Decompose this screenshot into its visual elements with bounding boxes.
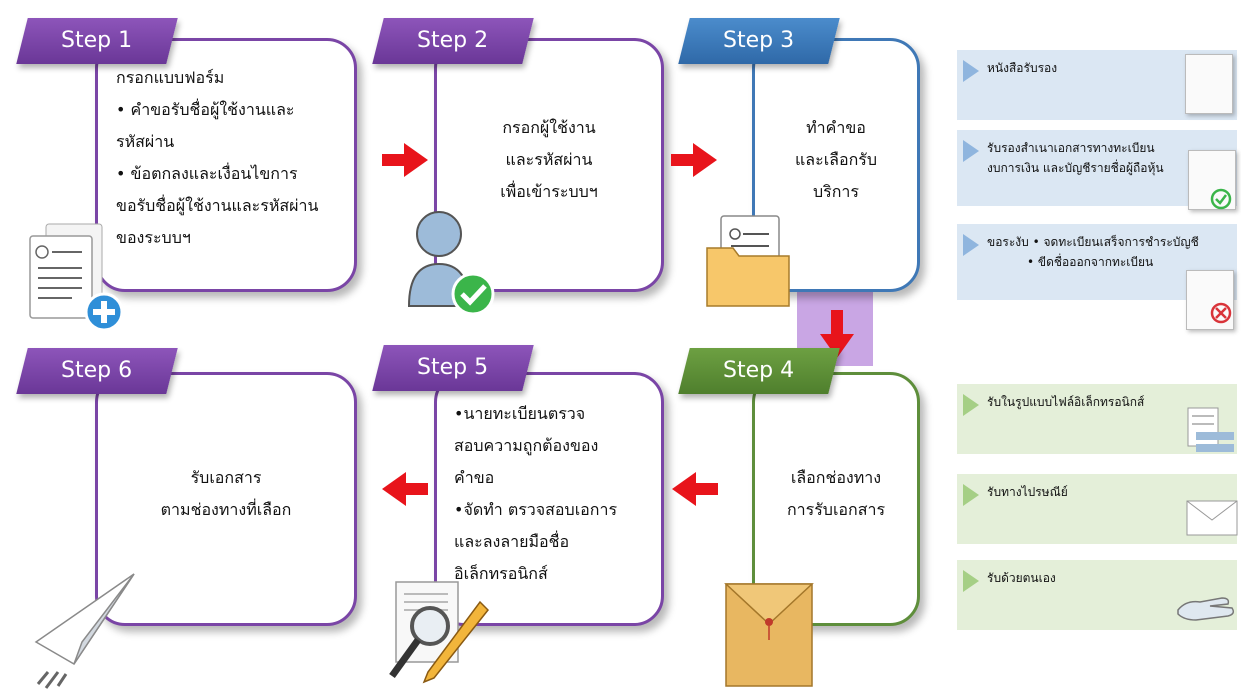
certificate-icon <box>1185 54 1233 114</box>
envelope-icon <box>724 583 814 687</box>
step4-tag: Step 4 <box>678 348 840 394</box>
step4-text: เลือกช่องทาง การรับเอกสาร <box>786 468 886 519</box>
hand-icon <box>1177 597 1235 621</box>
user-check-icon <box>407 211 495 316</box>
arrow-right-icon <box>382 143 428 177</box>
step1-text: กรอกแบบฟอร์ม • คำขอรับชื่อผู้ใช้งานและ ร… <box>116 68 319 247</box>
step2-card <box>434 38 664 292</box>
arrow-right-icon <box>671 143 717 177</box>
step1-tag: Step 1 <box>16 18 178 64</box>
bullet-triangle-icon <box>963 60 979 82</box>
e-file-icon <box>1187 407 1234 452</box>
step6-card <box>95 372 357 626</box>
form-add-icon <box>29 223 124 332</box>
step6-text: รับเอกสาร ตามช่องทางที่เลือก <box>160 468 292 519</box>
bullet-triangle-icon <box>963 484 979 506</box>
step3-card <box>752 38 920 292</box>
mail-icon <box>1186 500 1238 536</box>
step6-tag: Step 6 <box>16 348 178 394</box>
step2-tag: Step 2 <box>372 18 534 64</box>
paper-plane-icon <box>34 573 135 689</box>
step3-tag: Step 3 <box>678 18 840 64</box>
step3-text: ทำคำขอ และเลือกรับ บริการ <box>794 118 878 201</box>
step2-text: กรอกผู้ใช้งาน และรหัสผ่าน เพื่อเข้าระบบฯ <box>500 118 598 201</box>
arrow-left-icon <box>382 472 428 506</box>
service-suspend-panel: ขอระงับ • จดทะเบียนเสร็จการชำระบัญชี • ข… <box>957 224 1237 300</box>
step5-tag: Step 5 <box>372 345 534 391</box>
bullet-triangle-icon <box>963 140 979 162</box>
step5-text: •นายทะเบียนตรวจ สอบความถูกต้องของ คำขอ •… <box>454 404 618 583</box>
cancel-icon <box>1210 302 1232 324</box>
arrow-left-icon <box>672 472 718 506</box>
step5-card <box>434 372 664 626</box>
folder-document-icon <box>706 215 790 307</box>
bullet-triangle-icon <box>963 394 979 416</box>
magnifier-pencil-icon <box>389 581 490 684</box>
arrow-down-icon <box>820 310 854 358</box>
check-icon <box>1210 188 1232 210</box>
bullet-triangle-icon <box>963 570 979 592</box>
bullet-triangle-icon <box>963 234 979 256</box>
step1-card <box>95 38 357 292</box>
